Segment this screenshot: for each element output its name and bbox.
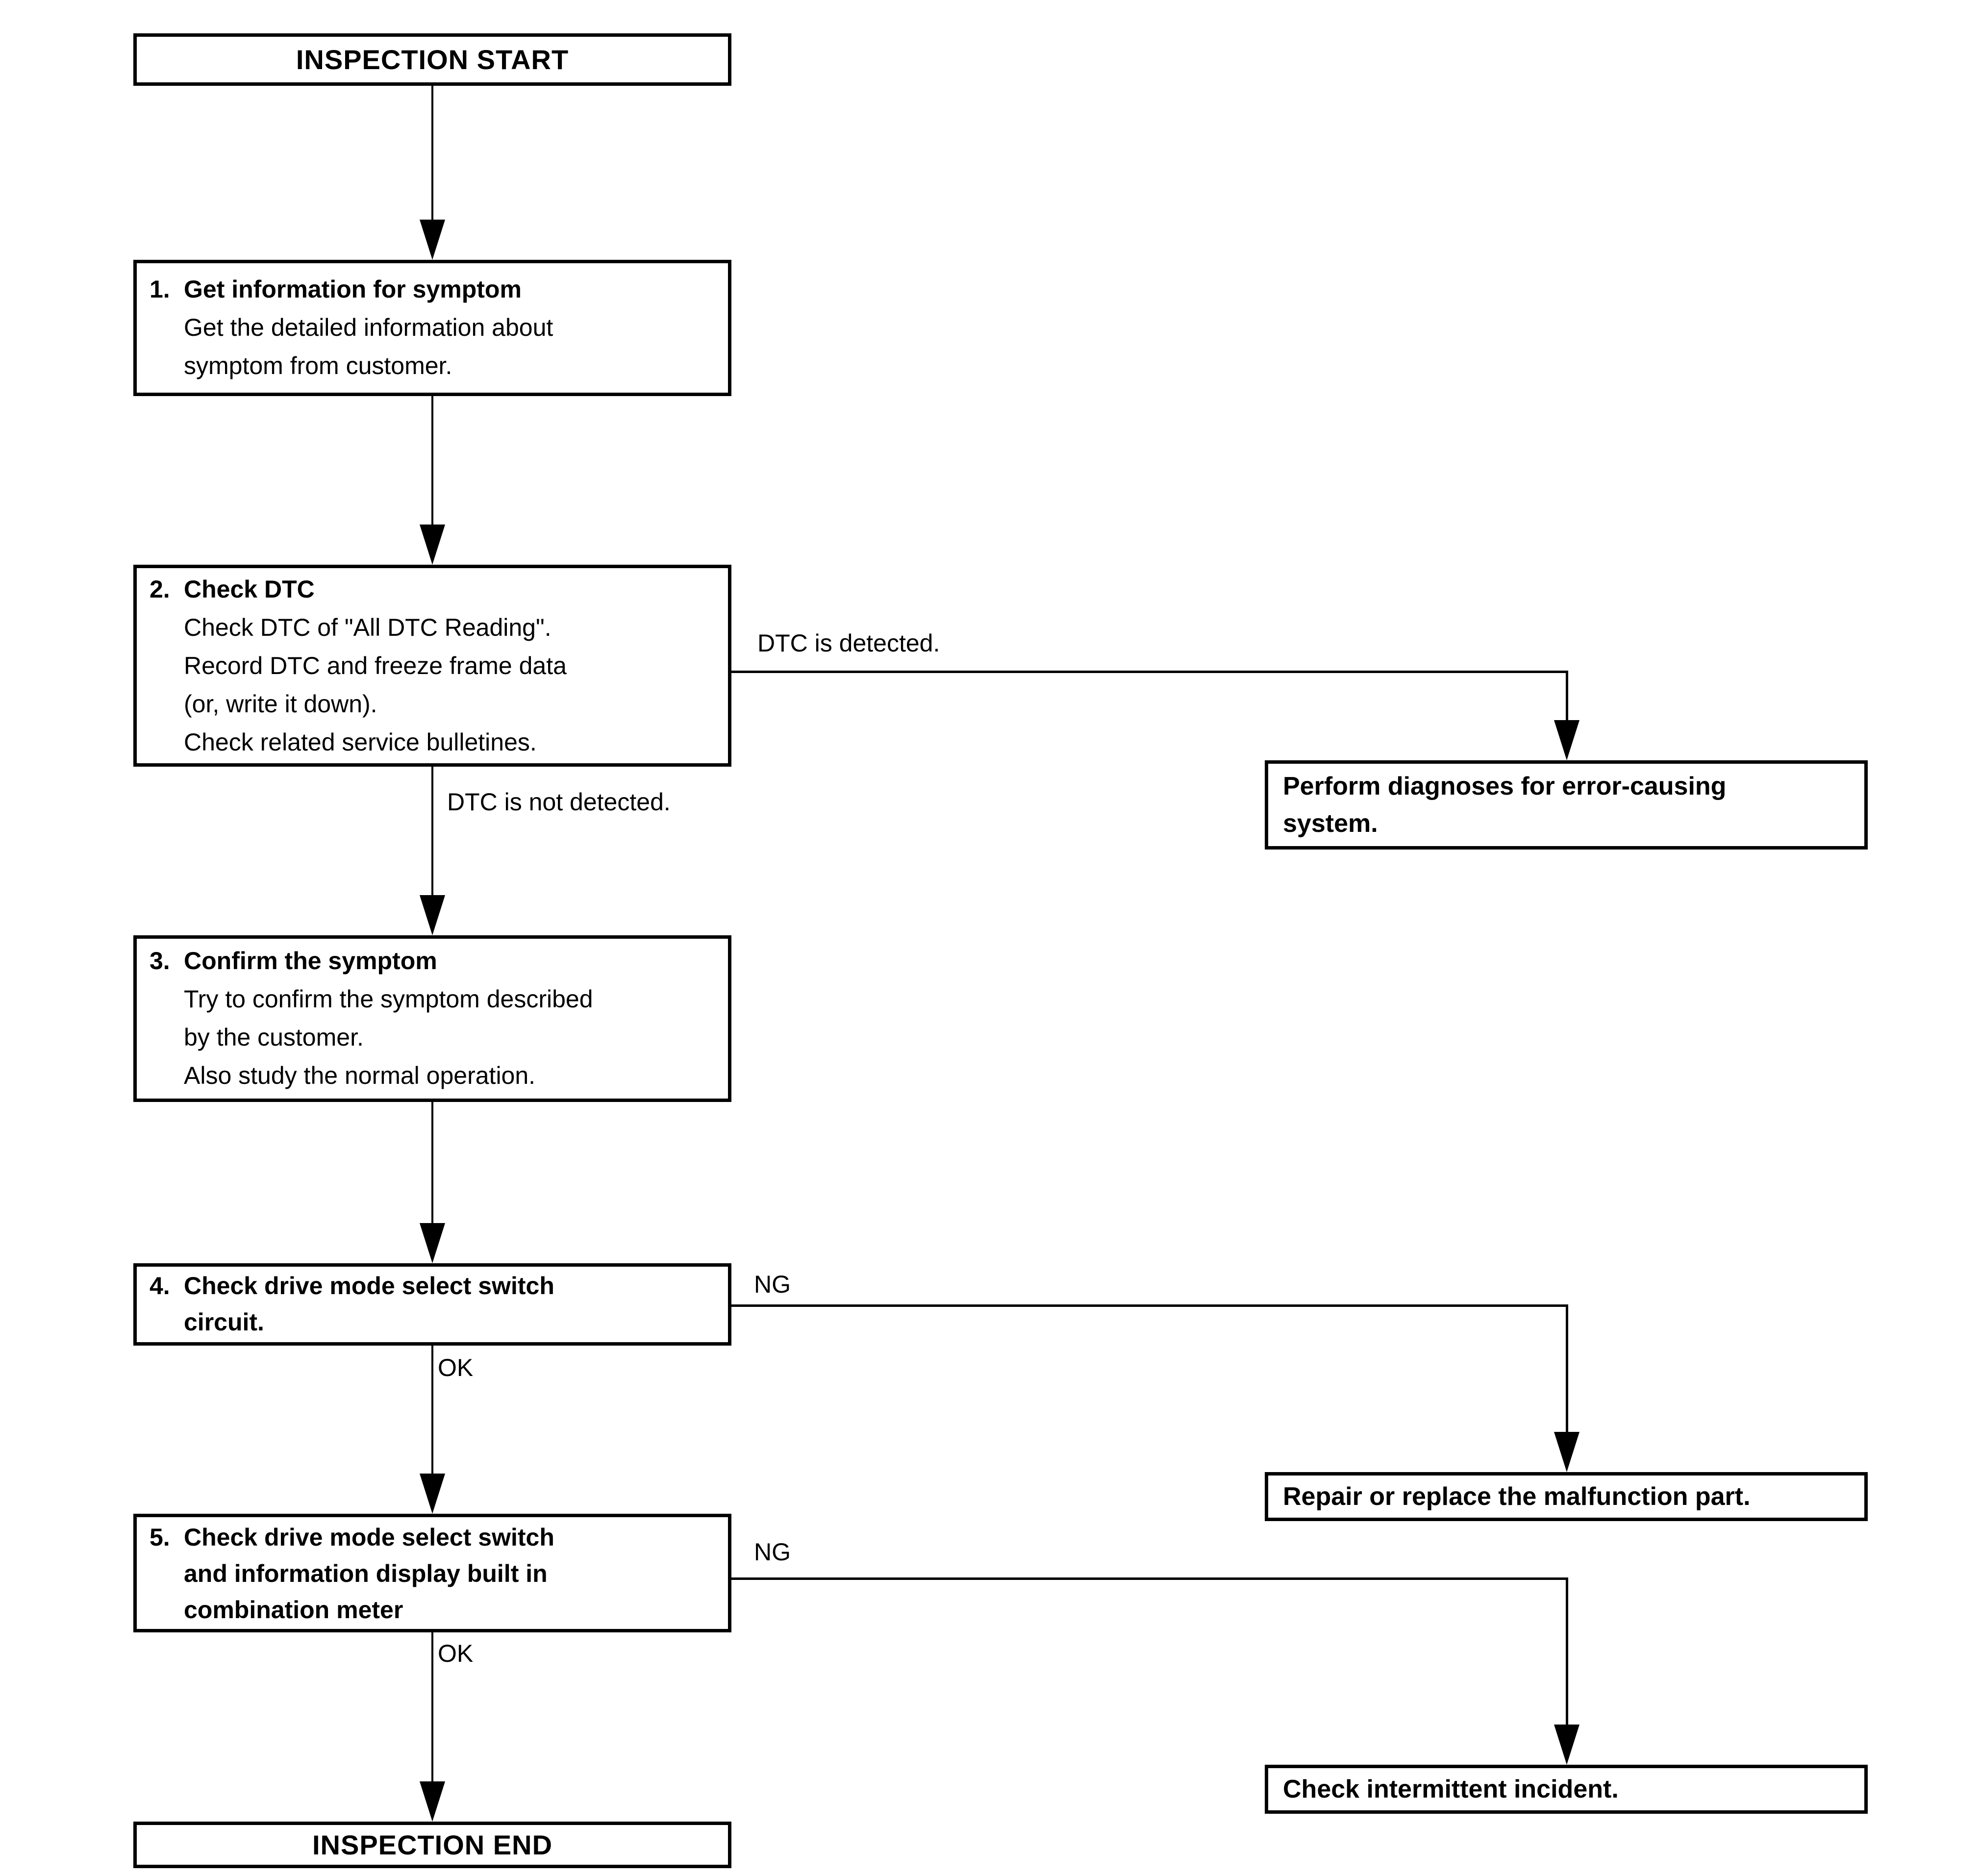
edge-step4-ng-horizontal bbox=[729, 1304, 1568, 1307]
perform-diagnoses-line: system. bbox=[1283, 809, 1378, 838]
step4-title-line: 4.Check drive mode select switch bbox=[150, 1268, 719, 1304]
repair-or-replace-line: Repair or replace the malfunction part. bbox=[1283, 1482, 1751, 1511]
flow-node-step2: 2.Check DTC Check DTC of "All DTC Readin… bbox=[133, 565, 731, 767]
flow-node-inspection-start: INSPECTION START bbox=[133, 33, 731, 86]
step3-number: 3. bbox=[150, 947, 170, 975]
step3-body-line: Try to confirm the symptom described bbox=[184, 985, 593, 1013]
connector-step3-step4 bbox=[431, 1102, 433, 1225]
arrow-down-icon bbox=[420, 895, 445, 935]
edge-dtc-detected-vertical bbox=[1566, 671, 1568, 721]
arrow-down-icon bbox=[1554, 720, 1579, 760]
connector-step2-step3 bbox=[431, 767, 433, 896]
step3-body-line: Also study the normal operation. bbox=[184, 1062, 536, 1089]
inspection-end-label: INSPECTION END bbox=[312, 1829, 553, 1860]
edge-step5-ng-horizontal bbox=[729, 1577, 1568, 1580]
flow-node-step3: 3.Confirm the symptom Try to confirm the… bbox=[133, 935, 731, 1102]
step2-body-line: Check DTC of "All DTC Reading". bbox=[184, 614, 551, 641]
arrow-down-icon bbox=[420, 1474, 445, 1514]
arrow-down-icon bbox=[420, 220, 445, 260]
step3-body-line: by the customer. bbox=[184, 1024, 364, 1051]
edge-label-step4-ok: OK bbox=[438, 1354, 474, 1381]
step3-title-line: 3.Confirm the symptom bbox=[150, 942, 719, 980]
connector-step1-step2 bbox=[431, 396, 433, 526]
step1-body-line: symptom from customer. bbox=[184, 352, 452, 379]
edge-label-dtc-detected: DTC is detected. bbox=[757, 629, 940, 657]
step2-title-line: 2.Check DTC bbox=[150, 570, 719, 608]
edge-label-step5-ng: NG bbox=[754, 1538, 791, 1566]
perform-diagnoses-line: Perform diagnoses for error-causing bbox=[1283, 772, 1727, 800]
step4-title-line: circuit. bbox=[184, 1308, 264, 1336]
flow-node-step1: 1.Get information for symptom Get the de… bbox=[133, 260, 731, 396]
step5-number: 5. bbox=[150, 1524, 170, 1551]
arrow-down-icon bbox=[420, 1223, 445, 1263]
connector-start-step1 bbox=[431, 86, 433, 222]
connector-step5-end bbox=[431, 1632, 433, 1783]
step2-body-line: (or, write it down). bbox=[184, 690, 377, 718]
flow-node-step5: 5.Check drive mode select switch and inf… bbox=[133, 1514, 731, 1632]
flow-node-check-intermittent: Check intermittent incident. bbox=[1265, 1765, 1868, 1814]
step5-title-line: combination meter bbox=[184, 1596, 403, 1624]
arrow-down-icon bbox=[1554, 1432, 1579, 1472]
edge-label-step5-ok: OK bbox=[438, 1640, 474, 1667]
step1-title-line: 1.Get information for symptom bbox=[150, 270, 719, 308]
edge-dtc-detected-horizontal bbox=[729, 671, 1568, 673]
arrow-down-icon bbox=[420, 525, 445, 565]
step1-body-line: Get the detailed information about bbox=[184, 314, 553, 341]
arrow-down-icon bbox=[1554, 1725, 1579, 1765]
edge-label-step4-ng: NG bbox=[754, 1271, 791, 1298]
edge-step4-ng-vertical bbox=[1566, 1304, 1568, 1433]
flow-node-inspection-end: INSPECTION END bbox=[133, 1822, 731, 1868]
connector-step4-step5 bbox=[431, 1346, 433, 1476]
step2-number: 2. bbox=[150, 575, 170, 603]
edge-step5-ng-vertical bbox=[1566, 1577, 1568, 1726]
step2-body-line: Record DTC and freeze frame data bbox=[184, 652, 567, 679]
edge-label-dtc-not-detected: DTC is not detected. bbox=[447, 788, 671, 816]
step5-title-line: and information display built in bbox=[184, 1560, 548, 1587]
flow-node-perform-diagnoses: Perform diagnoses for error-causing syst… bbox=[1265, 760, 1868, 850]
step5-title-line: 5.Check drive mode select switch bbox=[150, 1519, 719, 1555]
arrow-down-icon bbox=[420, 1781, 445, 1822]
step1-number: 1. bbox=[150, 275, 170, 303]
step4-number: 4. bbox=[150, 1272, 170, 1300]
check-intermittent-line: Check intermittent incident. bbox=[1283, 1775, 1619, 1803]
inspection-start-label: INSPECTION START bbox=[296, 44, 569, 75]
flow-node-repair-or-replace: Repair or replace the malfunction part. bbox=[1265, 1472, 1868, 1521]
flow-node-step4: 4.Check drive mode select switch circuit… bbox=[133, 1263, 731, 1346]
step2-body-line: Check related service bulletines. bbox=[184, 728, 537, 756]
